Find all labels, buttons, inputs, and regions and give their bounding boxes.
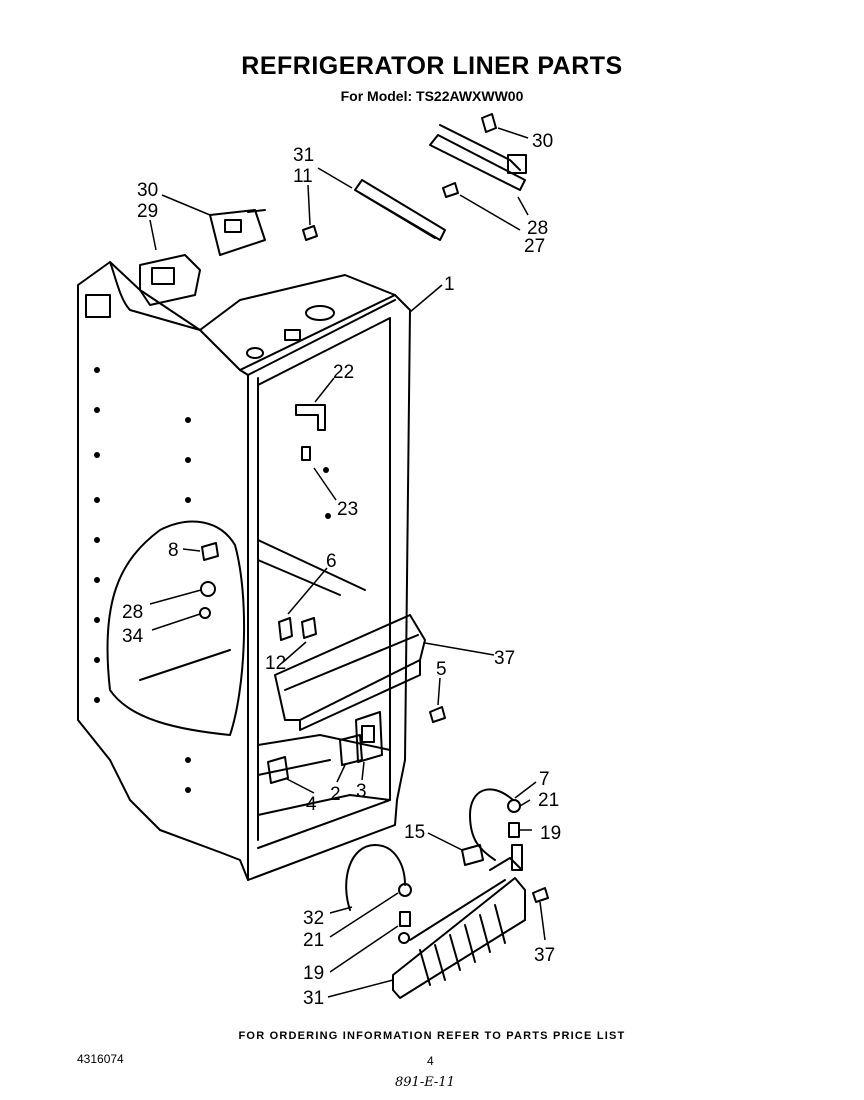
ordering-note: FOR ORDERING INFORMATION REFER TO PARTS … bbox=[238, 1030, 626, 1042]
part-12-clip bbox=[301, 617, 317, 639]
part-28-bracket bbox=[429, 124, 527, 191]
callout-19-lower: 19 bbox=[303, 963, 324, 984]
part-8-clip bbox=[201, 542, 219, 561]
part-22-bracket bbox=[295, 404, 326, 431]
model-subtitle: For Model: TS22AWXWW00 bbox=[340, 88, 524, 104]
callout-21-upper: 21 bbox=[538, 790, 559, 811]
mounting-holes bbox=[94, 367, 331, 793]
part-21-nut-upper bbox=[507, 799, 521, 813]
part-3-bracket bbox=[355, 711, 383, 763]
part-4-block bbox=[267, 756, 289, 784]
callout-25: 30 bbox=[137, 180, 158, 201]
part-21-nut-lower bbox=[398, 883, 412, 897]
callout-22: 22 bbox=[333, 362, 354, 383]
callout-7: 7 bbox=[539, 769, 550, 790]
part-32-tube bbox=[345, 844, 406, 911]
callout-8: 8 bbox=[168, 540, 179, 561]
part-25-bracket bbox=[209, 209, 266, 256]
callout-32: 32 bbox=[303, 908, 324, 929]
page-number: 4 bbox=[427, 1054, 434, 1068]
callout-2: 2 bbox=[330, 784, 341, 805]
part-19-fitting-lower bbox=[399, 911, 411, 927]
callout-4: 4 bbox=[306, 794, 317, 815]
callout-29: 28 bbox=[122, 602, 143, 623]
part-37-screw bbox=[532, 887, 549, 903]
page-title: REFRIGERATOR LINER PARTS bbox=[241, 52, 623, 80]
part-6-clip bbox=[278, 617, 293, 641]
callout-28: 28 bbox=[527, 218, 548, 239]
part-29-fitting bbox=[200, 581, 216, 597]
part-30-clip bbox=[481, 113, 497, 133]
part-11-screw bbox=[302, 225, 318, 241]
document-number: 4316074 bbox=[77, 1052, 124, 1066]
callout-11: 11 bbox=[293, 166, 313, 187]
callout-26: 31 bbox=[293, 145, 314, 166]
part-33-fitting bbox=[199, 607, 211, 619]
leader-lines bbox=[149, 127, 546, 998]
callout-24: 29 bbox=[137, 201, 158, 222]
part-23-screw bbox=[301, 446, 311, 461]
part-15-plug bbox=[461, 844, 484, 866]
callout-34: 37 bbox=[494, 648, 515, 669]
part-5-screw bbox=[429, 706, 446, 723]
callout-33: 34 bbox=[122, 626, 144, 647]
part-34-cover bbox=[274, 614, 426, 731]
callout-1: 1 bbox=[444, 274, 455, 295]
callout-5: 5 bbox=[436, 659, 447, 680]
part-27-screw bbox=[442, 182, 459, 198]
callout-3: 3 bbox=[356, 781, 367, 802]
callout-6: 6 bbox=[326, 551, 337, 572]
callout-labels: 30 29 31 11 30 28 27 1 22 23 6 8 28 34 1… bbox=[122, 131, 561, 1009]
callout-23: 23 bbox=[337, 499, 358, 520]
part-31-trough bbox=[392, 844, 526, 999]
callout-30: 30 bbox=[532, 131, 553, 152]
callout-27: 27 bbox=[524, 236, 545, 257]
part-7-tube bbox=[469, 788, 514, 861]
part-19-fitting-upper bbox=[508, 822, 520, 838]
callout-37: 37 bbox=[534, 945, 555, 966]
callout-15: 15 bbox=[404, 822, 425, 843]
callout-12: 12 bbox=[265, 653, 286, 674]
callout-21-lower: 21 bbox=[303, 930, 324, 951]
callout-31: 31 bbox=[303, 988, 324, 1009]
callout-19-upper: 19 bbox=[540, 823, 561, 844]
handwritten-note: 891-E-11 bbox=[395, 1075, 455, 1090]
liner-body bbox=[77, 261, 411, 881]
part-26-rail bbox=[354, 179, 446, 241]
part-24-housing bbox=[139, 254, 201, 306]
